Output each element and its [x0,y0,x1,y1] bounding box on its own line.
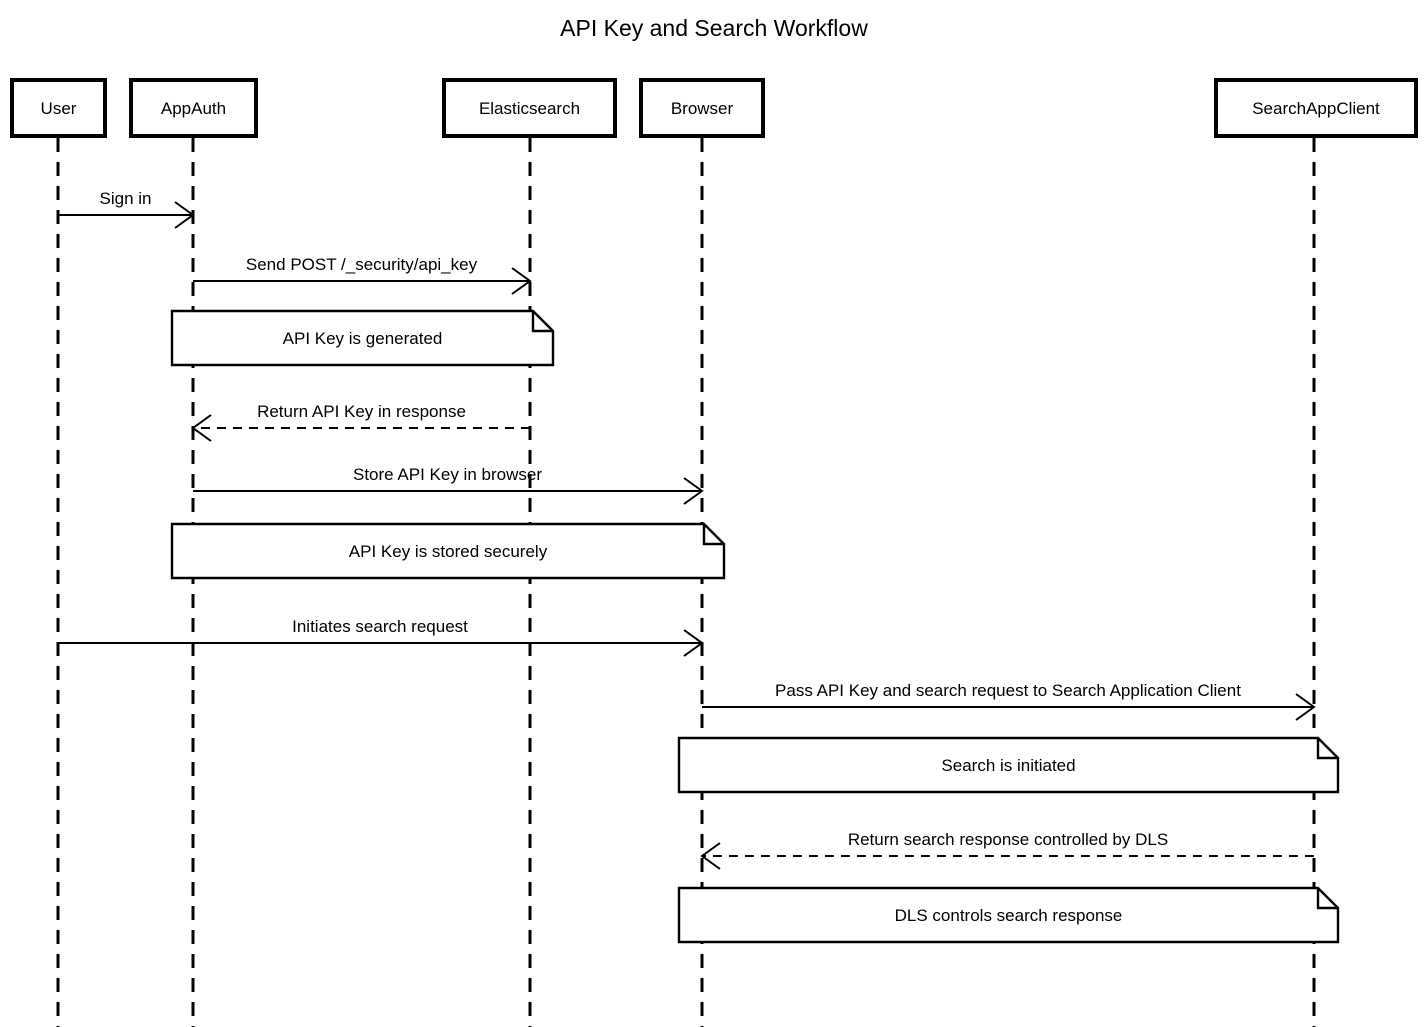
participant-label: Browser [671,99,734,118]
arrowhead-icon [191,414,212,442]
message-label: Initiates search request [292,617,468,636]
participant-box [1214,78,1418,138]
message-6[interactable]: Return search response controlled by DLS [700,830,1314,870]
note-fold-corner-icon [1316,738,1338,760]
participant-box [442,78,617,138]
message-5[interactable]: Pass API Key and search request to Searc… [702,681,1316,721]
note-body [170,522,726,580]
participant-label: SearchAppClient [1252,99,1380,118]
note-body [677,736,1340,794]
message-label: Send POST /_security/api_key [246,255,478,274]
participant-box [639,78,765,138]
lifelines-layer [56,138,1316,1027]
message-3[interactable]: Store API Key in browser [193,465,704,505]
message-1[interactable]: Send POST /_security/api_key [193,255,532,295]
note-label: API Key is stored securely [349,542,548,561]
message-label: Return API Key in response [257,402,466,421]
participant-box [129,78,258,138]
arrowhead-icon [174,201,195,229]
note-3: DLS controls search response [677,886,1340,944]
participant-browser[interactable]: Browser [639,78,765,138]
arrowhead-icon [683,477,704,505]
note-body [170,309,555,367]
participant-label: User [41,99,77,118]
participant-label: Elasticsearch [479,99,580,118]
note-label: API Key is generated [283,329,443,348]
note-label: DLS controls search response [895,906,1123,925]
participants-layer: User AppAuth Elasticsearch Browser SearchApp… [10,78,1418,138]
arrowhead-icon [1295,693,1316,721]
participant-searchappclient[interactable]: SearchAppClient [1214,78,1418,138]
message-label: Store API Key in browser [353,465,542,484]
note-0: API Key is generated [170,309,555,367]
messages-layer: Sign in Send POST /_security/api_keyRetur… [58,189,1316,870]
note-fold-corner-icon [702,524,724,546]
message-label: Pass API Key and search request to Searc… [775,681,1241,700]
note-label: Search is initiated [941,756,1075,775]
note-body [677,886,1340,944]
message-label: Sign in [100,189,152,208]
participant-label: AppAuth [161,99,226,118]
note-fold-corner-icon [531,311,553,333]
participant-appauth[interactable]: AppAuth [129,78,258,138]
message-label: Return search response controlled by DLS [848,830,1168,849]
diagram-title: API Key and Search Workflow [560,15,868,41]
note-1: API Key is stored securely [170,522,726,580]
participant-user[interactable]: User [10,78,107,138]
note-2: Search is initiated [677,736,1340,794]
note-fold-corner-icon [1316,888,1338,910]
participant-box [10,78,107,138]
arrowhead-icon [511,267,532,295]
arrowhead-icon [700,842,721,870]
participant-elasticsearch[interactable]: Elasticsearch [442,78,617,138]
arrowhead-icon [683,629,704,657]
message-0[interactable]: Sign in [58,189,195,229]
message-2[interactable]: Return API Key in response [191,402,530,442]
message-4[interactable]: Initiates search request [58,617,704,657]
